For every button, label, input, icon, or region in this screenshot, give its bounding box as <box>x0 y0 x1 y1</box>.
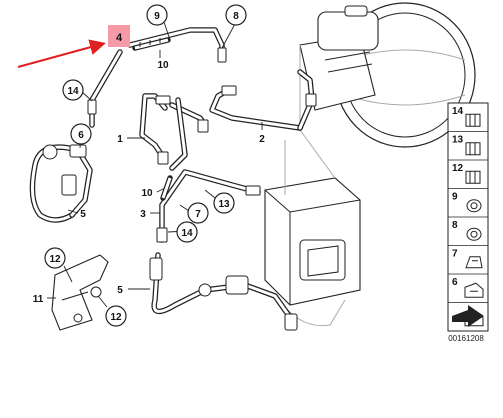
clip-icon <box>465 142 481 156</box>
callout-12-bottom: 12 <box>105 305 127 327</box>
parts-panel-item: 7 <box>448 245 488 269</box>
svg-text:13: 13 <box>218 199 230 210</box>
hose-sleeve-10-mid <box>160 175 173 201</box>
brake-booster-assembly <box>264 2 476 327</box>
page-arrow-icon <box>452 305 484 327</box>
brake-line-3 <box>156 169 261 243</box>
parts-panel-item: 13 <box>448 131 488 156</box>
svg-text:10: 10 <box>141 188 153 199</box>
diagram-id: 00161208 <box>448 334 484 343</box>
hose-sleeve-10-top <box>132 37 171 51</box>
svg-text:5: 5 <box>80 209 86 220</box>
parts-panel: 14 13 12 9 8 7 6 <box>447 102 489 332</box>
callout-1: 1 <box>117 134 123 145</box>
bracket-icon <box>464 282 484 298</box>
svg-text:7: 7 <box>195 209 201 220</box>
svg-text:2: 2 <box>259 134 265 145</box>
svg-text:1: 1 <box>117 134 123 145</box>
callout-9: 9 <box>146 4 168 26</box>
callouts: 9 8 10 14 6 1 2 10 3 7 13 14 5 12 11 12 … <box>33 4 265 327</box>
bracket-11 <box>51 254 109 331</box>
parts-panel-item: 6 <box>448 273 488 298</box>
parts-panel-label: 14 <box>452 106 464 117</box>
callout-6: 6 <box>70 123 92 145</box>
callout-2: 2 <box>259 134 265 145</box>
grommet-icon <box>466 227 482 241</box>
callout-5-bottom: 5 <box>117 285 123 296</box>
svg-text:14: 14 <box>67 86 79 97</box>
grommet-icon <box>466 199 482 213</box>
parts-panel-label: 8 <box>452 220 458 231</box>
callout-13: 13 <box>213 192 235 214</box>
parts-panel-item: 8 <box>448 216 488 241</box>
callout-14-left: 14 <box>62 79 84 101</box>
fluid-reservoir <box>317 11 379 51</box>
callout-10-mid: 10 <box>141 188 153 199</box>
abs-hydraulic-unit <box>264 177 361 327</box>
svg-text:14: 14 <box>181 228 193 239</box>
svg-text:4: 4 <box>116 32 123 44</box>
parts-panel-label: 9 <box>452 192 458 203</box>
red-arrow <box>17 39 106 68</box>
svg-text:5: 5 <box>117 285 123 296</box>
callout-12-top: 12 <box>44 247 66 269</box>
svg-text:11: 11 <box>33 294 44 305</box>
highlight-part-4: 4 <box>108 25 130 47</box>
callout-14-mid: 14 <box>176 221 198 243</box>
svg-text:9: 9 <box>154 11 160 22</box>
svg-text:8: 8 <box>233 11 239 22</box>
parts-panel-label: 13 <box>452 135 464 146</box>
parts-panel-item: 9 <box>448 188 488 213</box>
svg-text:10: 10 <box>157 60 169 71</box>
callout-10-top: 10 <box>157 60 169 71</box>
callout-11: 11 <box>33 294 44 305</box>
parts-panel-item: 12 <box>448 159 488 184</box>
callout-3: 3 <box>140 209 146 220</box>
brake-line-2 <box>209 69 317 131</box>
callout-5-left: 5 <box>80 209 86 220</box>
clamp-icon <box>465 256 483 269</box>
parts-panel-label: 6 <box>452 277 458 288</box>
svg-text:3: 3 <box>140 209 146 220</box>
brake-line-1 <box>139 93 209 171</box>
parts-panel-label: 12 <box>452 163 464 174</box>
svg-text:6: 6 <box>78 130 84 141</box>
svg-text:12: 12 <box>110 312 122 323</box>
brake-line-4 <box>87 49 123 128</box>
clip-icon <box>465 170 481 184</box>
highlight-box <box>108 25 130 47</box>
brake-hose-5-bottom <box>149 252 298 331</box>
brake-hose-5-left <box>29 144 93 223</box>
parts-panel-item: 14 <box>452 106 481 127</box>
callout-7: 7 <box>187 202 209 224</box>
callout-8: 8 <box>225 4 247 26</box>
clip-icon <box>465 113 481 127</box>
svg-text:12: 12 <box>49 254 61 265</box>
brake-line-9 <box>127 27 227 63</box>
parts-panel-label: 7 <box>452 249 458 260</box>
